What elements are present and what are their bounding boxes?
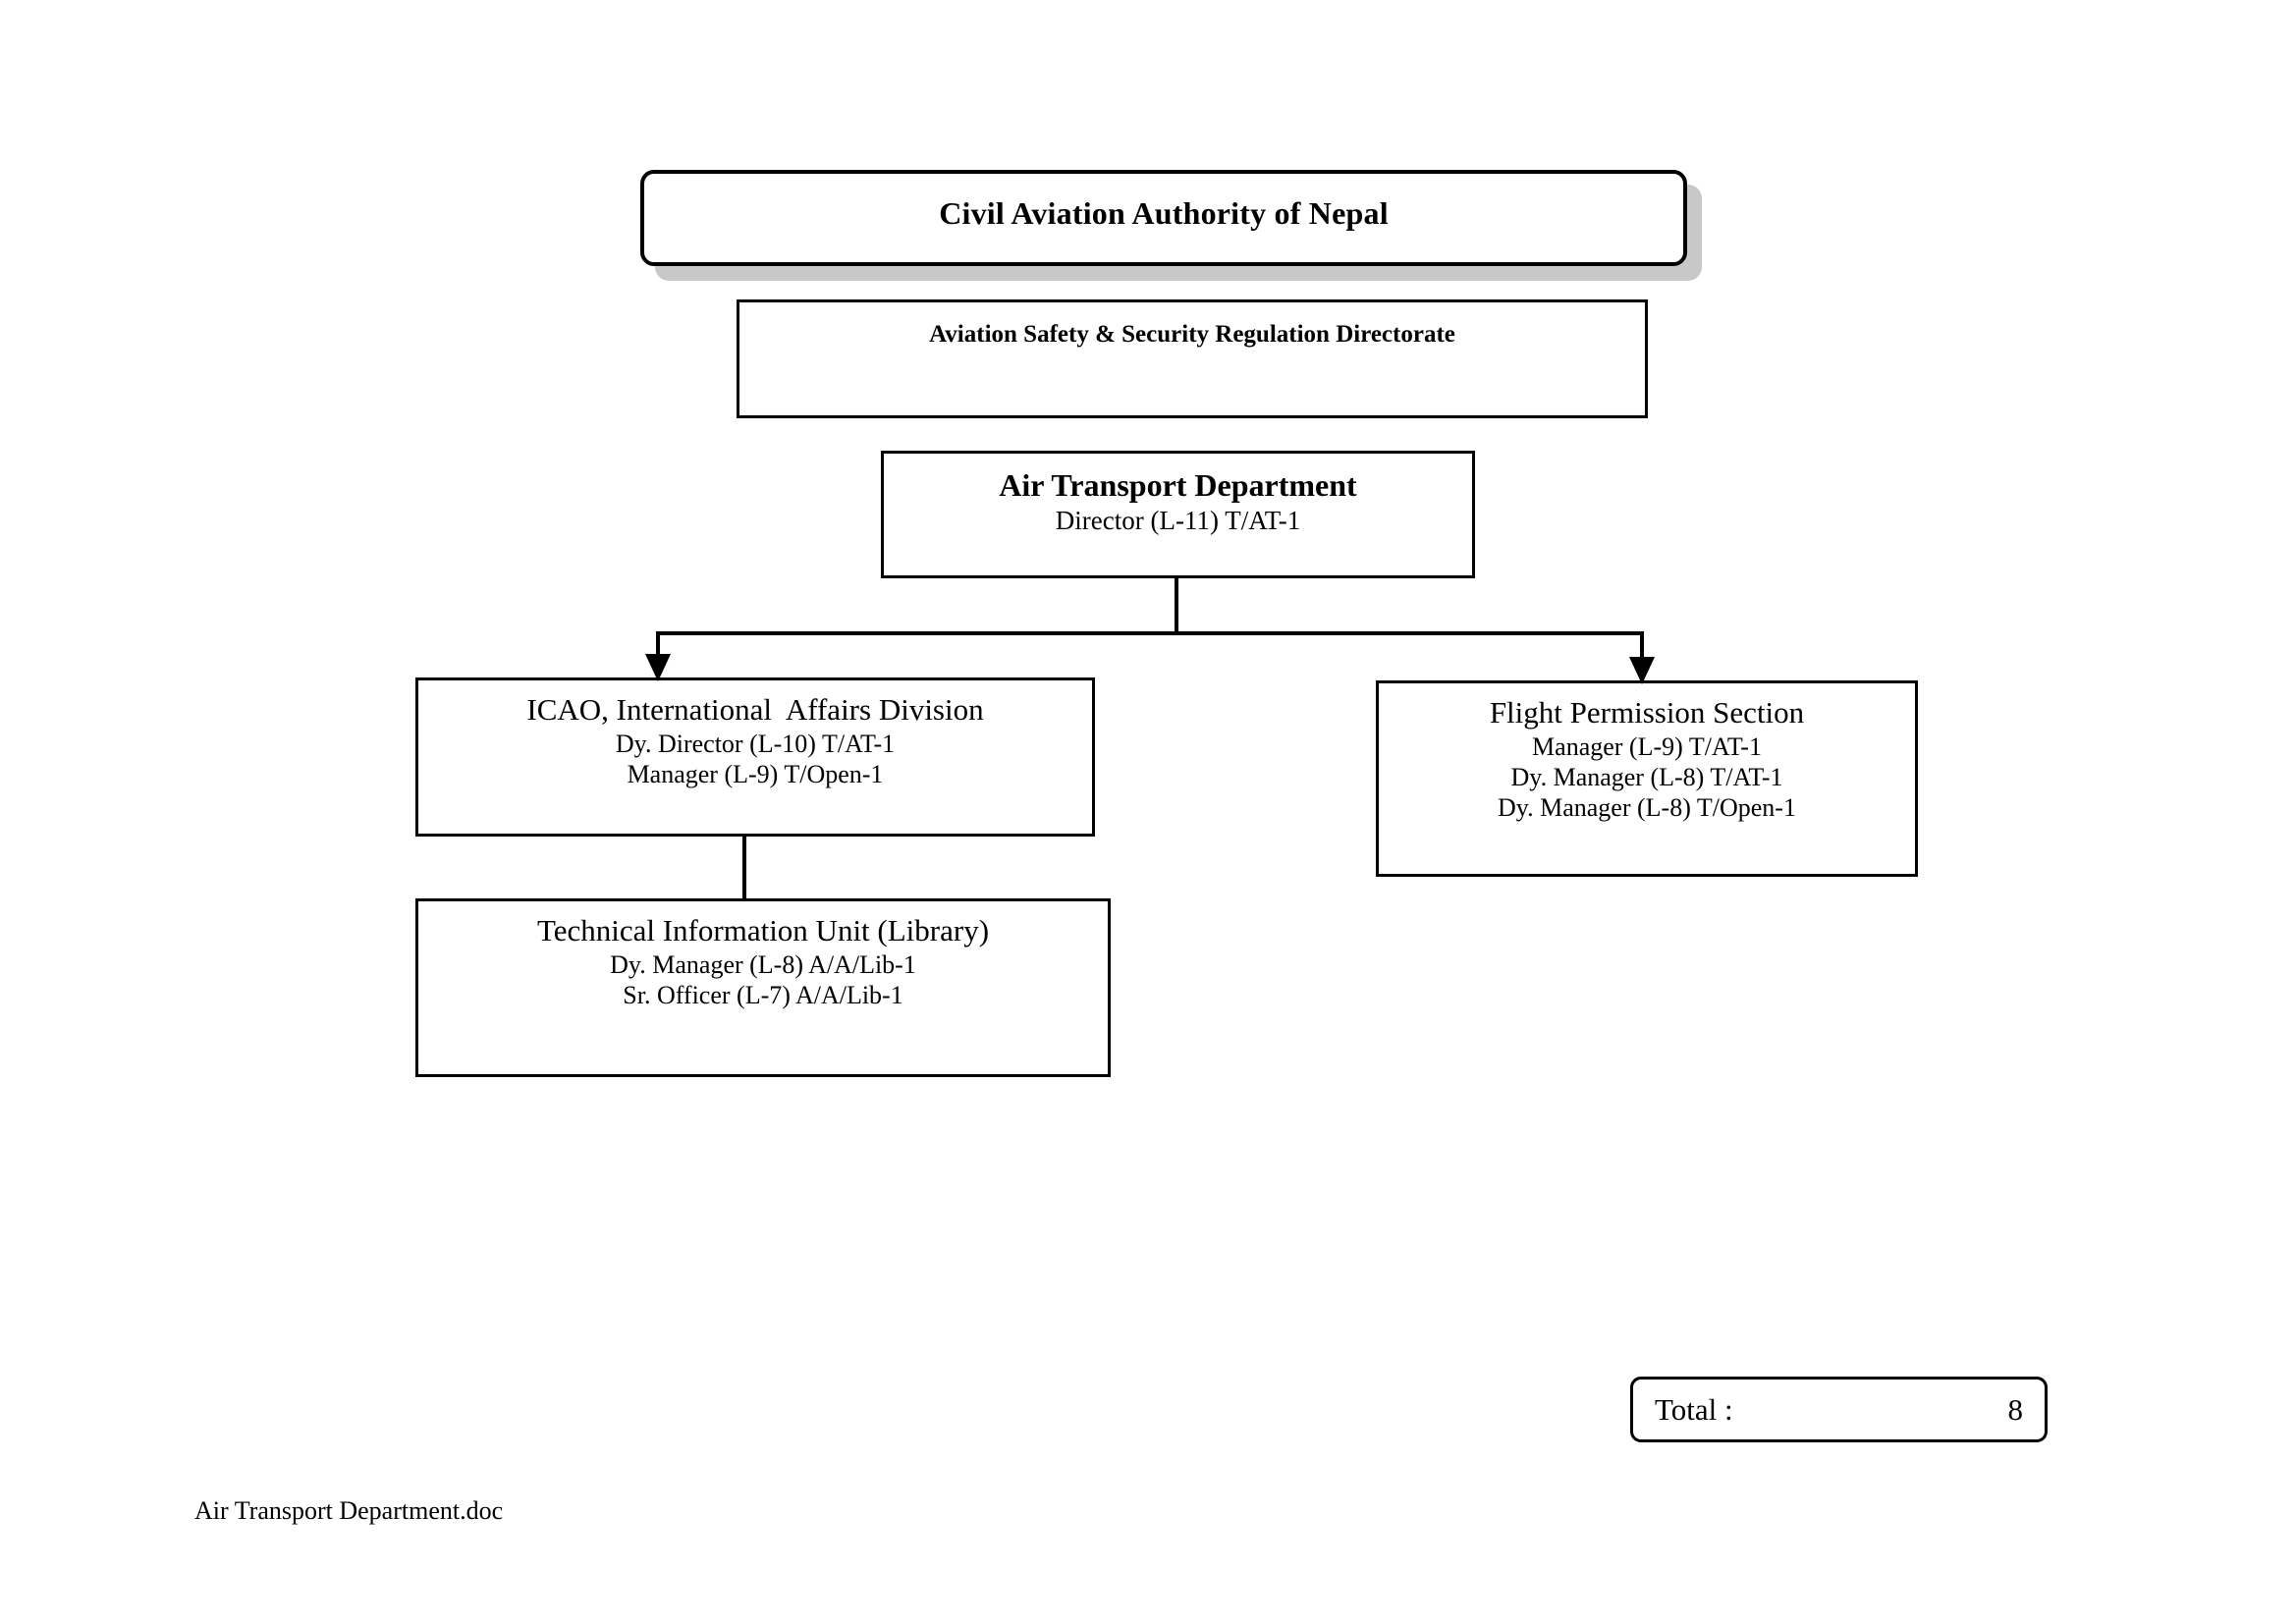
node-position: Dy. Director (L-10) T/AT-1 bbox=[615, 729, 896, 758]
node-title: Air Transport Department bbox=[999, 467, 1357, 503]
node-position: Manager (L-9) T/Open-1 bbox=[627, 759, 884, 788]
node-flight-permission-section: Flight Permission Section Manager (L-9) … bbox=[1376, 680, 1918, 877]
node-position: Dy. Manager (L-8) T/Open-1 bbox=[1498, 792, 1796, 822]
node-aviation-safety-security-regulation-directorate: Aviation Safety & Security Regulation Di… bbox=[737, 299, 1648, 418]
total-box: Total : 8 bbox=[1630, 1377, 2048, 1442]
node-technical-information-unit-library: Technical Information Unit (Library) Dy.… bbox=[415, 898, 1111, 1077]
node-civil-aviation-authority-of-nepal: Civil Aviation Authority of Nepal bbox=[640, 170, 1687, 266]
node-title: Aviation Safety & Security Regulation Di… bbox=[929, 321, 1455, 348]
footer-filename: Air Transport Department.doc bbox=[194, 1496, 504, 1525]
total-value: 8 bbox=[2007, 1391, 2024, 1427]
node-position: Sr. Officer (L-7) A/A/Lib-1 bbox=[623, 980, 903, 1009]
node-position: Manager (L-9) T/AT-1 bbox=[1532, 731, 1762, 761]
node-position: Dy. Manager (L-8) T/AT-1 bbox=[1510, 762, 1783, 791]
node-title: Flight Permission Section bbox=[1489, 695, 1805, 730]
node-title: Civil Aviation Authority of Nepal bbox=[939, 195, 1389, 231]
node-icao-international-affairs-division: ICAO, International Affairs Division Dy.… bbox=[415, 677, 1095, 837]
node-position: Dy. Manager (L-8) A/A/Lib-1 bbox=[610, 949, 916, 979]
node-title: Technical Information Unit (Library) bbox=[536, 913, 990, 947]
node-title: ICAO, International Affairs Division bbox=[526, 692, 984, 727]
node-air-transport-department: Air Transport Department Director (L-11)… bbox=[881, 451, 1475, 578]
node-position: Director (L-11) T/AT-1 bbox=[1055, 505, 1301, 535]
total-label: Total : bbox=[1655, 1391, 1733, 1427]
